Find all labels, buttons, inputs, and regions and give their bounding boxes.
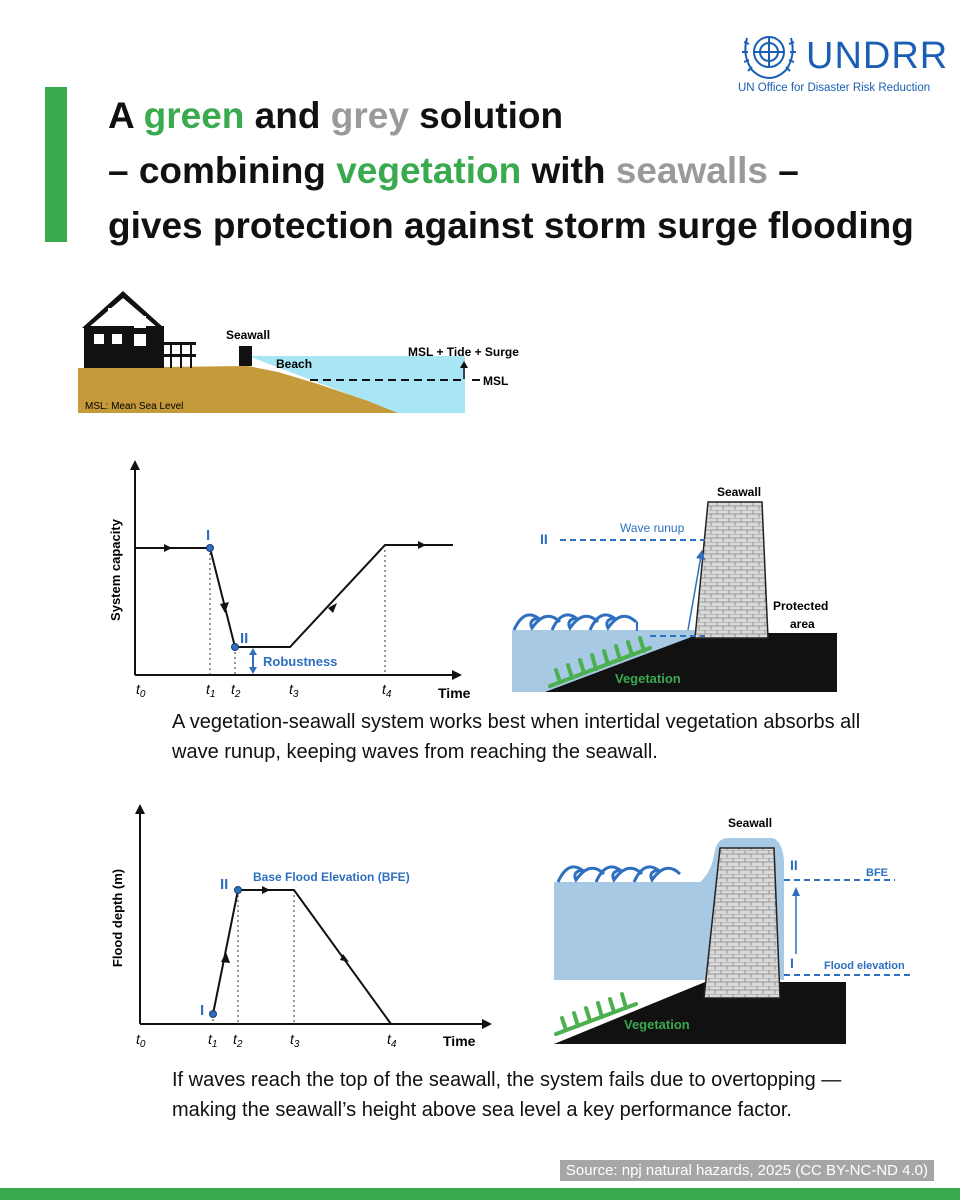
headline: A green and grey solution – combining ve… xyxy=(108,88,928,253)
p2-bfe-label: Base Flood Elevation (BFE) xyxy=(253,870,410,884)
p2-flood-elevation: Flood elevation xyxy=(824,960,905,972)
p1-wave-runup: Wave runup xyxy=(620,521,685,535)
p1-capacity-curve xyxy=(135,544,453,648)
sea-water xyxy=(248,356,465,413)
seawall-structure xyxy=(694,501,769,639)
svg-text:II: II xyxy=(790,857,798,873)
svg-text:t4: t4 xyxy=(382,681,392,700)
caption-2: If waves reach the top of the seawall, t… xyxy=(172,1069,842,1121)
seawall-runup-diagram: Seawall II Wave runup I Vegetation Prote… xyxy=(512,485,837,692)
un-emblem-icon xyxy=(742,36,796,79)
p2-flood-curve xyxy=(212,889,392,1025)
headline-line-2: – combining vegetation with seawalls – xyxy=(108,150,799,191)
headline-green-word: green xyxy=(143,95,245,136)
accent-bar xyxy=(45,87,67,242)
sand-ground xyxy=(78,366,398,413)
svg-text:t3: t3 xyxy=(290,1031,300,1050)
p1-point-II: II xyxy=(240,630,248,647)
logo-wordmark: UNDRR xyxy=(806,35,949,77)
seawall-overtopping-diagram: Seawall II BFE I Flood elevation Vegetat… xyxy=(554,816,912,1044)
profile-msl-label: MSL xyxy=(483,374,508,388)
seawall-block xyxy=(239,346,252,366)
p2-wave-icons xyxy=(556,865,682,883)
p1-wave-icons xyxy=(512,613,638,631)
headline-line-1: A green and grey solution xyxy=(108,95,564,136)
undrr-logo: UNDRR UN Office for Disaster Risk Reduct… xyxy=(738,24,947,96)
p2-point-I: I xyxy=(200,1002,204,1019)
p1-protected-line1: Protected xyxy=(773,599,828,613)
p2-ylabel: Flood depth (m) xyxy=(110,869,125,967)
svg-text:t3: t3 xyxy=(289,681,299,700)
svg-text:t2: t2 xyxy=(231,681,241,700)
p2-vegetation-icon xyxy=(554,992,638,1036)
headline-line-3: gives protection against storm surge flo… xyxy=(108,205,914,246)
p2-vegetation-label: Vegetation xyxy=(624,1017,690,1032)
p2-point-II: II xyxy=(220,876,228,893)
p1-ylabel: System capacity xyxy=(108,518,123,621)
svg-text:I: I xyxy=(790,955,794,971)
profile-msl-note: MSL: Mean Sea Level xyxy=(85,401,183,412)
flood-depth-chart: Flood depth (m) Time I II Base Flood Ele… xyxy=(110,804,492,1050)
svg-text:t1: t1 xyxy=(206,681,215,700)
headline-seawalls-word: seawalls xyxy=(615,150,769,191)
svg-text:t0: t0 xyxy=(136,681,146,700)
p1-robustness: Robustness xyxy=(263,654,337,669)
house-icon xyxy=(82,291,196,368)
svg-text:II: II xyxy=(540,531,548,547)
source-credit: Source: npj natural hazards, 2025 (CC BY… xyxy=(559,1160,934,1181)
p2-bfe-tag: BFE xyxy=(866,867,888,879)
profile-seawall-label: Seawall xyxy=(226,328,270,342)
coastal-profile-diagram: Seawall Beach MSL + Tide + Surge MSL MSL… xyxy=(78,286,528,416)
p1-seawall-label: Seawall xyxy=(717,485,761,499)
p1-vegetation-label: Vegetation xyxy=(615,671,681,686)
p1-vegetation-icon xyxy=(548,636,652,688)
profile-beach-label: Beach xyxy=(276,357,312,371)
p1-xlabel: Time xyxy=(438,685,471,701)
svg-text:t1: t1 xyxy=(208,1031,217,1050)
svg-text:I: I xyxy=(635,618,639,634)
svg-text:t2: t2 xyxy=(233,1031,243,1050)
p2-xlabel: Time xyxy=(443,1033,476,1049)
p1-protected-line2: area xyxy=(790,617,815,631)
caption-1: A vegetation-seawall system works best w… xyxy=(172,711,861,763)
p1-point-I: I xyxy=(206,527,210,544)
headline-grey-word: grey xyxy=(330,95,409,136)
svg-text:t4: t4 xyxy=(387,1031,397,1050)
logo-subtitle: UN Office for Disaster Risk Reduction xyxy=(738,82,931,94)
system-capacity-chart: System capacity Time I II Robustness t0 … xyxy=(108,460,471,701)
headline-vegetation-word: vegetation xyxy=(336,150,522,191)
footer-bar xyxy=(0,1188,960,1200)
profile-surge-label: MSL + Tide + Surge xyxy=(408,345,519,359)
p2-seawall-structure xyxy=(703,847,781,999)
p2-seawall-label: Seawall xyxy=(728,816,772,830)
svg-text:t0: t0 xyxy=(136,1031,146,1050)
